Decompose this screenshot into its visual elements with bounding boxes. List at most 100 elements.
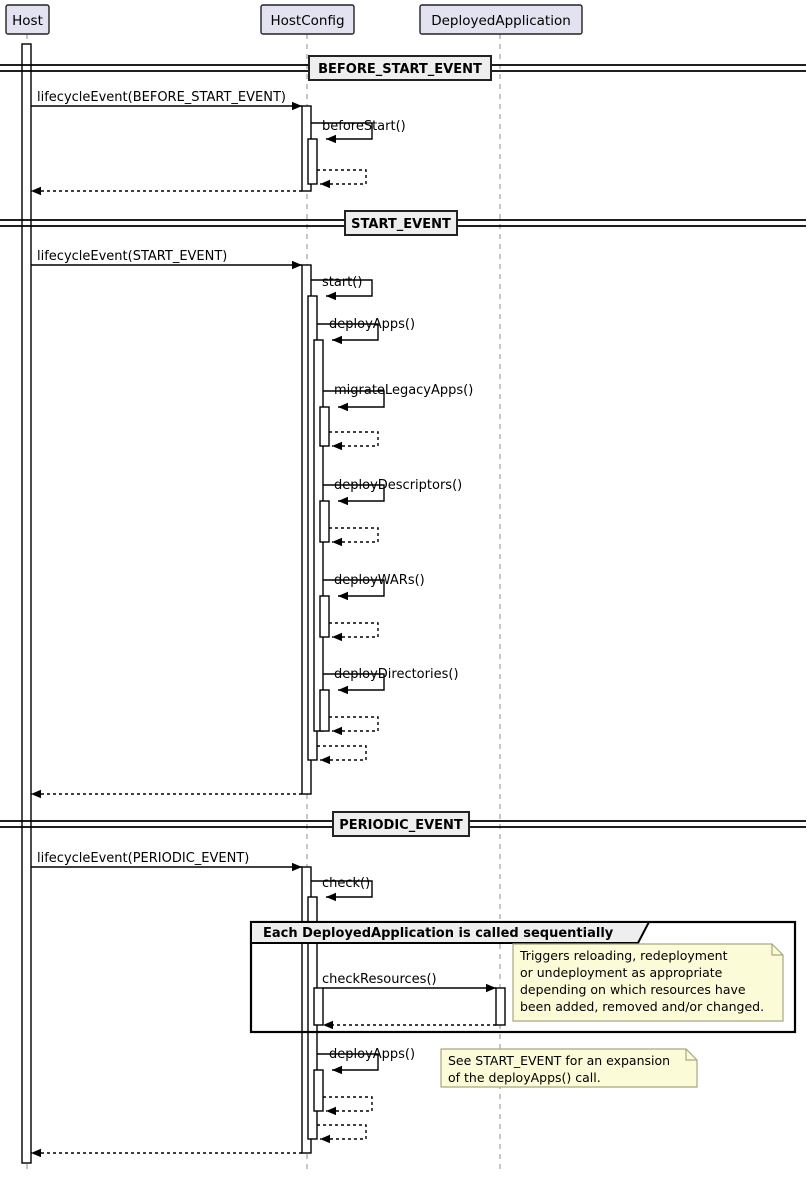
message-label: deployDescriptors() bbox=[334, 478, 462, 493]
message-label: deployWARs() bbox=[334, 573, 425, 588]
message-m5: lifecycleEvent(START_EVENT) bbox=[31, 249, 302, 270]
activation-bar bbox=[313, 1069, 324, 1112]
participant-deployedapp[interactable]: DeployedApplication bbox=[419, 4, 583, 35]
message-label: deployApps() bbox=[329, 317, 415, 332]
message-m10: deployDescriptors() bbox=[323, 478, 462, 506]
self-call-arrow bbox=[311, 122, 373, 144]
message-label: check() bbox=[322, 876, 370, 891]
note-fold-corner-icon bbox=[685, 1049, 697, 1061]
group-label: Each DeployedApplication is called seque… bbox=[263, 926, 614, 941]
note-fold-corner-icon bbox=[771, 944, 783, 956]
self-call-arrow bbox=[323, 673, 385, 695]
notes-layer: Triggers reloading, redeployment or undep… bbox=[440, 943, 784, 1088]
divider-label: BEFORE_START_EVENT bbox=[318, 62, 482, 77]
message-m3 bbox=[317, 169, 367, 189]
self-return-arrow bbox=[329, 622, 379, 642]
self-return-arrow bbox=[329, 431, 379, 451]
message-m9 bbox=[329, 431, 379, 451]
participant-box[interactable] bbox=[260, 4, 355, 35]
note-line: See START_EVENT for an expansion bbox=[448, 1053, 670, 1068]
activation-bar bbox=[495, 987, 506, 1026]
message-m2: beforeStart() bbox=[311, 119, 406, 144]
note-line: depending on which resources have bbox=[520, 982, 746, 997]
self-call-arrow bbox=[317, 323, 379, 345]
activations-layer bbox=[21, 43, 506, 1164]
participant-box[interactable] bbox=[419, 4, 583, 35]
self-call-arrow bbox=[317, 1053, 379, 1075]
message-label: checkResources() bbox=[322, 972, 437, 987]
divider-before-start: BEFORE_START_EVENT bbox=[0, 55, 806, 81]
message-m22: deployApps() bbox=[317, 1047, 415, 1075]
activation-bar bbox=[21, 43, 32, 1164]
self-call-arrow bbox=[323, 484, 385, 506]
self-return-arrow bbox=[329, 527, 379, 547]
note-body bbox=[440, 1048, 698, 1088]
message-m16 bbox=[317, 745, 367, 765]
message-m8: migrateLegacyApps() bbox=[323, 383, 473, 412]
participant-host[interactable]: Host bbox=[5, 4, 50, 35]
message-m12: deployWARs() bbox=[323, 573, 425, 601]
activation-bar bbox=[319, 406, 330, 447]
self-return-arrow bbox=[317, 1124, 367, 1144]
message-label: start() bbox=[322, 275, 362, 290]
message-m14: deployDirectories() bbox=[323, 667, 459, 695]
activation-bar bbox=[313, 987, 324, 1026]
groups-layer: Each DeployedApplication is called seque… bbox=[249, 920, 797, 1034]
note-line: Triggers reloading, redeployment bbox=[519, 948, 728, 963]
activation-bar bbox=[307, 138, 318, 185]
participant-box[interactable] bbox=[5, 4, 50, 35]
message-label: migrateLegacyApps() bbox=[334, 383, 473, 398]
self-return-arrow bbox=[323, 1096, 373, 1116]
message-label: deployApps() bbox=[329, 1047, 415, 1062]
message-m1: lifecycleEvent(BEFORE_START_EVENT) bbox=[31, 90, 302, 111]
message-label: lifecycleEvent(START_EVENT) bbox=[37, 249, 227, 264]
participant-label: Host bbox=[12, 13, 43, 29]
lifelines-layer bbox=[26, 34, 501, 1172]
message-label: lifecycleEvent(BEFORE_START_EVENT) bbox=[37, 90, 286, 105]
message-m18: lifecycleEvent(PERIODIC_EVENT) bbox=[31, 851, 302, 872]
group-header-shape bbox=[250, 921, 651, 944]
participant-hostconfig[interactable]: HostConfig bbox=[260, 4, 355, 35]
divider-start: START_EVENT bbox=[0, 210, 806, 236]
divider-box bbox=[308, 55, 492, 81]
divider-label: START_EVENT bbox=[351, 217, 451, 232]
message-label: beforeStart() bbox=[322, 119, 406, 134]
note-note-deploy-apps: See START_EVENT for an expansion of the d… bbox=[440, 1048, 698, 1088]
message-m19: check() bbox=[311, 876, 373, 902]
participant-label: DeployedApplication bbox=[431, 13, 571, 29]
divider-periodic: PERIODIC_EVENT bbox=[0, 811, 806, 837]
activation-bar bbox=[319, 689, 330, 732]
self-call-arrow bbox=[311, 279, 373, 301]
divider-label: PERIODIC_EVENT bbox=[339, 818, 463, 833]
note-line: or undeployment as appropriate bbox=[520, 965, 723, 980]
dividers-layer: BEFORE_START_EVENT START_EVENT PERIODIC_EV… bbox=[0, 55, 806, 837]
message-m7: deployApps() bbox=[317, 317, 415, 345]
divider-box bbox=[344, 210, 458, 236]
participant-label: HostConfig bbox=[270, 13, 344, 29]
activation-bar bbox=[319, 595, 330, 638]
message-m24 bbox=[317, 1124, 367, 1144]
message-m20: checkResources() bbox=[322, 972, 496, 993]
message-m6: start() bbox=[311, 275, 373, 301]
note-line: of the deployApps() call. bbox=[448, 1070, 601, 1085]
message-m23 bbox=[323, 1096, 373, 1116]
message-label: lifecycleEvent(PERIODIC_EVENT) bbox=[37, 851, 249, 866]
message-label: deployDirectories() bbox=[334, 667, 459, 682]
self-call-arrow bbox=[311, 880, 373, 902]
note-body bbox=[512, 943, 784, 1022]
note-note-check-resources: Triggers reloading, redeployment or undep… bbox=[512, 943, 784, 1022]
message-m13 bbox=[329, 622, 379, 642]
note-line: been added, removed and/or changed. bbox=[520, 999, 764, 1014]
activation-bar bbox=[319, 500, 330, 543]
message-m15 bbox=[329, 716, 379, 736]
self-return-arrow bbox=[317, 745, 367, 765]
divider-box bbox=[332, 811, 470, 837]
messages-layer: lifecycleEvent(BEFORE_START_EVENT)before… bbox=[31, 90, 496, 1158]
self-call-arrow bbox=[323, 390, 385, 412]
participants-layer: Host HostConfig DeployedApplication bbox=[5, 4, 583, 35]
self-return-arrow bbox=[317, 169, 367, 189]
self-call-arrow bbox=[323, 579, 385, 601]
message-m11 bbox=[329, 527, 379, 547]
